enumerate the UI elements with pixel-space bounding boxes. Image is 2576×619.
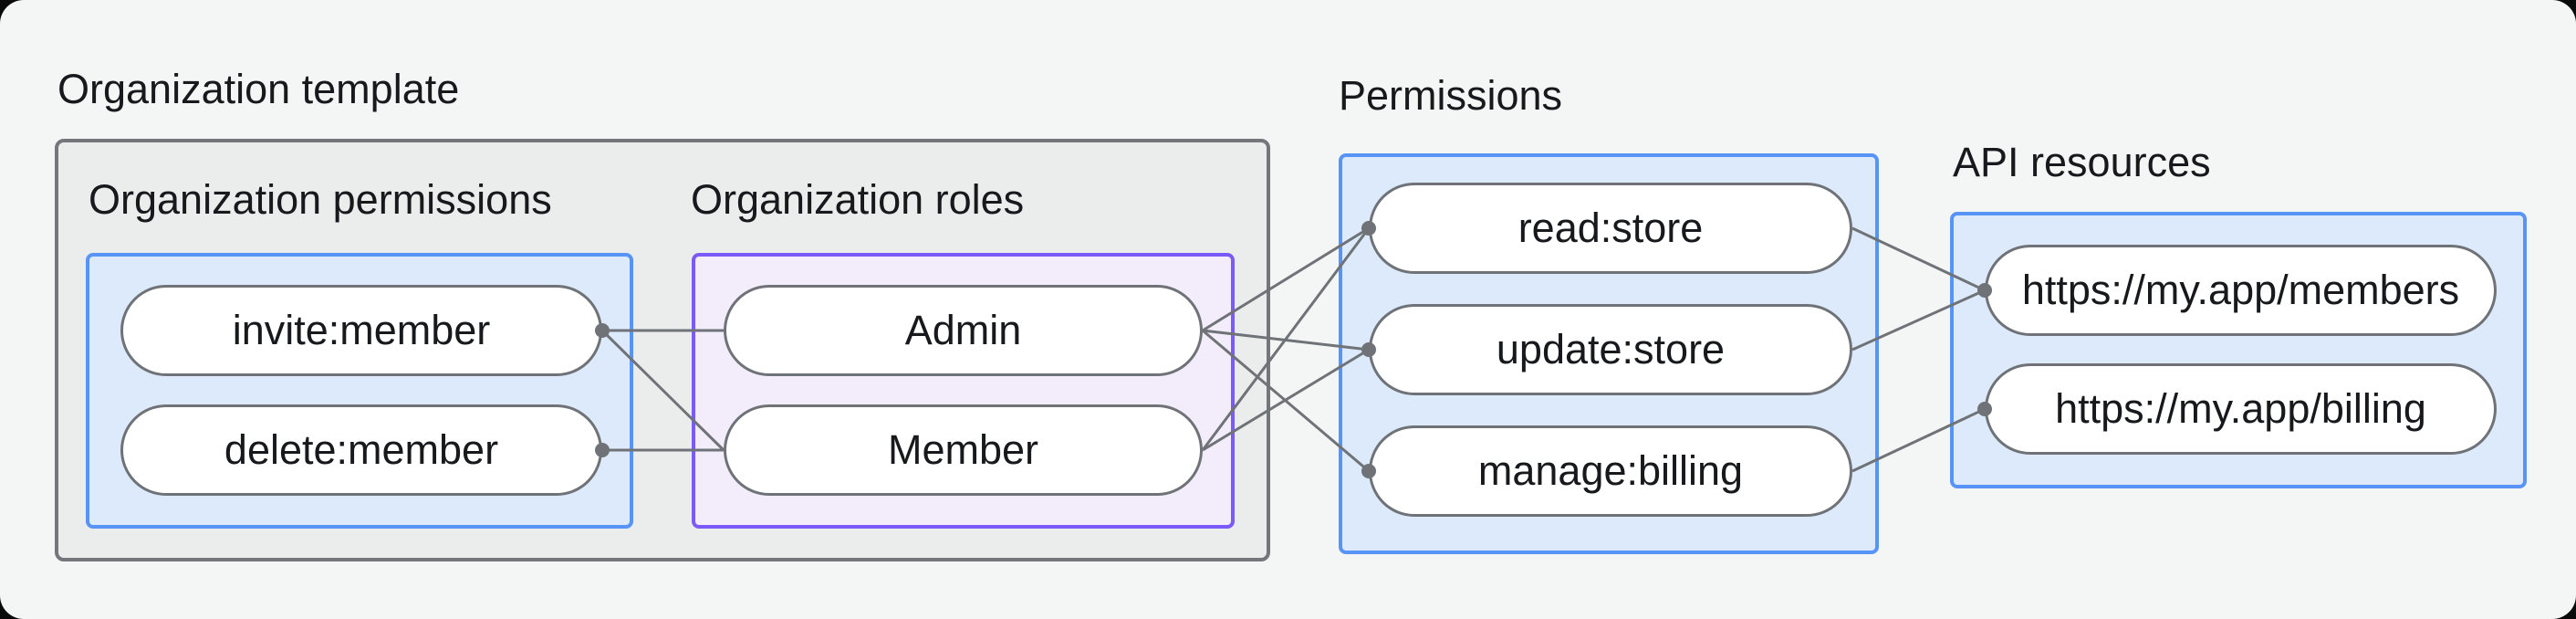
node-members-url: https://my.app/members — [1985, 245, 2497, 336]
node-invite-member: invite:member — [120, 285, 602, 376]
node-billing-url: https://my.app/billing — [1985, 363, 2497, 455]
organization-template-label: Organization template — [57, 66, 460, 112]
node-delete-member: delete:member — [120, 404, 602, 496]
node-manage-billing: manage:billing — [1369, 425, 1852, 517]
organization-permissions-label: Organization permissions — [89, 176, 552, 223]
node-admin: Admin — [724, 285, 1203, 376]
node-read-store: read:store — [1369, 183, 1852, 274]
api-resources-label: API resources — [1953, 139, 2211, 185]
node-update-store: update:store — [1369, 304, 1852, 395]
organization-roles-label: Organization roles — [691, 176, 1025, 223]
permissions-label: Permissions — [1339, 72, 1563, 119]
node-member: Member — [724, 404, 1203, 496]
